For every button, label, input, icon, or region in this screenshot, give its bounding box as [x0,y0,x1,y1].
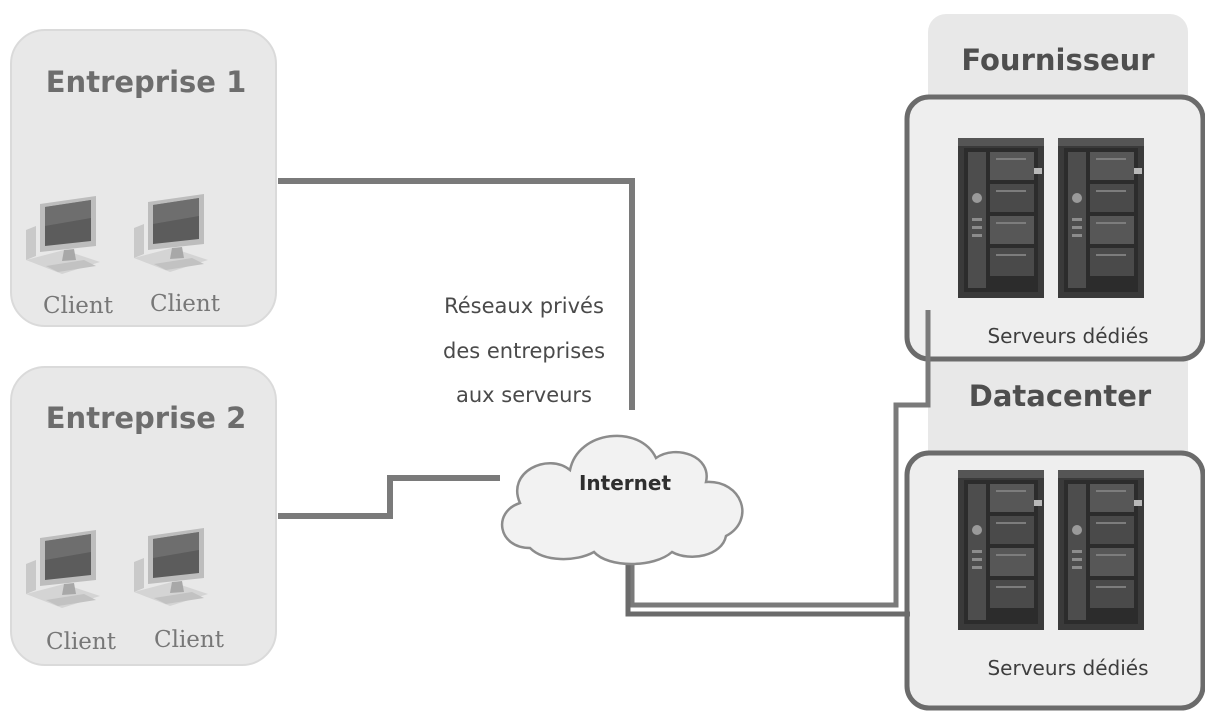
server-group-top-label: Serveurs dédiés [987,324,1148,348]
client-label: Client [43,293,114,319]
server-rack-icon [1058,138,1144,298]
link-cloud-to-fournisseur [629,310,931,608]
cloud-label: Internet [579,471,671,495]
link-enterprise-2-to-cloud [278,475,500,519]
network-label-line-3: aux serveurs [456,383,592,407]
server-rack-icon [958,138,1044,298]
client-label: Client [150,291,221,317]
cloud-icon [500,434,744,566]
client-label: Client [154,627,225,653]
enterprise-1-title: Entreprise 1 [46,65,247,99]
client-label: Client [46,629,117,655]
network-label-line-1: Réseaux privés [444,294,604,318]
network-label-line-2: des entreprises [443,339,605,363]
provider-title: Fournisseur [961,43,1155,77]
enterprise-1-box [10,29,277,327]
datacenter-title: Datacenter [969,379,1152,413]
server-group-bottom-label: Serveurs dédiés [987,656,1148,680]
server-rack-icon [958,470,1044,630]
link-enterprise-1-to-cloud [278,178,635,410]
server-rack-icon [1058,470,1144,630]
enterprise-2-title: Entreprise 2 [46,401,247,435]
server-group-top [904,94,1205,362]
